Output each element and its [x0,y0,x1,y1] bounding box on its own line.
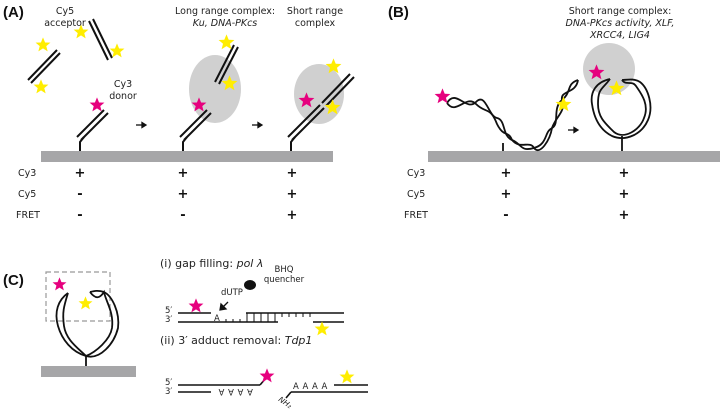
cy3-star [52,277,67,291]
row-label-cy3: Cy3 [407,168,426,179]
cy3-star [188,298,204,313]
value-cell: - [77,208,83,223]
value-cell: - [77,187,83,202]
cy5-star [78,296,93,310]
panel-label-c: (C) [3,272,24,289]
short-range-complex-label-b: Short range complex: DNA-PKcs activity, … [565,6,675,41]
value-cell: + [286,166,298,181]
bases: A A A A [293,382,328,392]
row-label-fret: FRET [404,210,428,221]
cy5-star [33,79,49,94]
dutp-arrow-icon [219,301,229,311]
arrow-icon [252,121,264,129]
value-cell: - [503,208,509,223]
five-prime-label: 5′ [165,306,173,316]
row-label-fret: FRET [16,210,40,221]
adduct-removal-heading: (ii) 3′ adduct removal: Tdp1 [160,334,313,347]
free-duplex-1 [27,49,61,84]
row-label-cy5: Cy5 [18,189,37,200]
cy5-star [314,321,330,336]
cy3-star [259,368,275,383]
value-cell: + [74,166,86,181]
circular-twisted-dna [55,289,120,366]
circular-twisted-dna [590,78,652,151]
cy5-star [35,37,51,52]
arrow-icon [568,126,580,134]
linear-twisted-dna [446,79,579,151]
gap-filling-strands [178,312,344,323]
value-cell: + [286,208,298,223]
value-cell: + [177,166,189,181]
value-cell: + [618,187,630,202]
cy5-star [555,96,572,112]
arrow-icon [136,121,148,129]
adduct-removal-strands [178,377,368,399]
anchored-duplex-1 [76,109,109,151]
value-cell: + [286,187,298,202]
cy5-star [339,369,355,384]
row-label-cy5: Cy5 [407,189,426,200]
value-cell: + [618,208,630,223]
long-range-complex-label: Long range complex:Ku, DNA-PKcs [175,6,276,29]
inverted-bases: A A A A [218,386,253,396]
five-prime-label: 5′ [165,378,173,388]
three-prime-label: 3′ [165,387,173,397]
adenine-base: A [214,314,220,324]
short-range-complex-blob [583,43,635,95]
surface-a [41,151,333,162]
value-cell: + [500,166,512,181]
three-prime-label: 3′ [165,315,173,325]
anchored-duplex-3 [287,73,355,151]
gap-filling-heading: (i) gap filling: pol λ [160,257,264,270]
anchored-duplex-2 [179,44,239,151]
bhq-quencher-icon [242,278,258,290]
dutp-label: dUTP [221,288,243,298]
value-cell: + [618,166,630,181]
surface-b [428,151,720,162]
row-label-cy3: Cy3 [18,168,37,179]
surface-c [41,366,136,377]
value-cell: - [180,208,186,223]
value-cell: + [500,187,512,202]
cy5-star [109,43,125,58]
free-duplex-2 [88,18,113,61]
value-cell: + [177,187,189,202]
cy3-star [89,97,105,112]
panel-label-a: (A) [3,4,24,21]
panel-label-b: (B) [388,4,409,21]
